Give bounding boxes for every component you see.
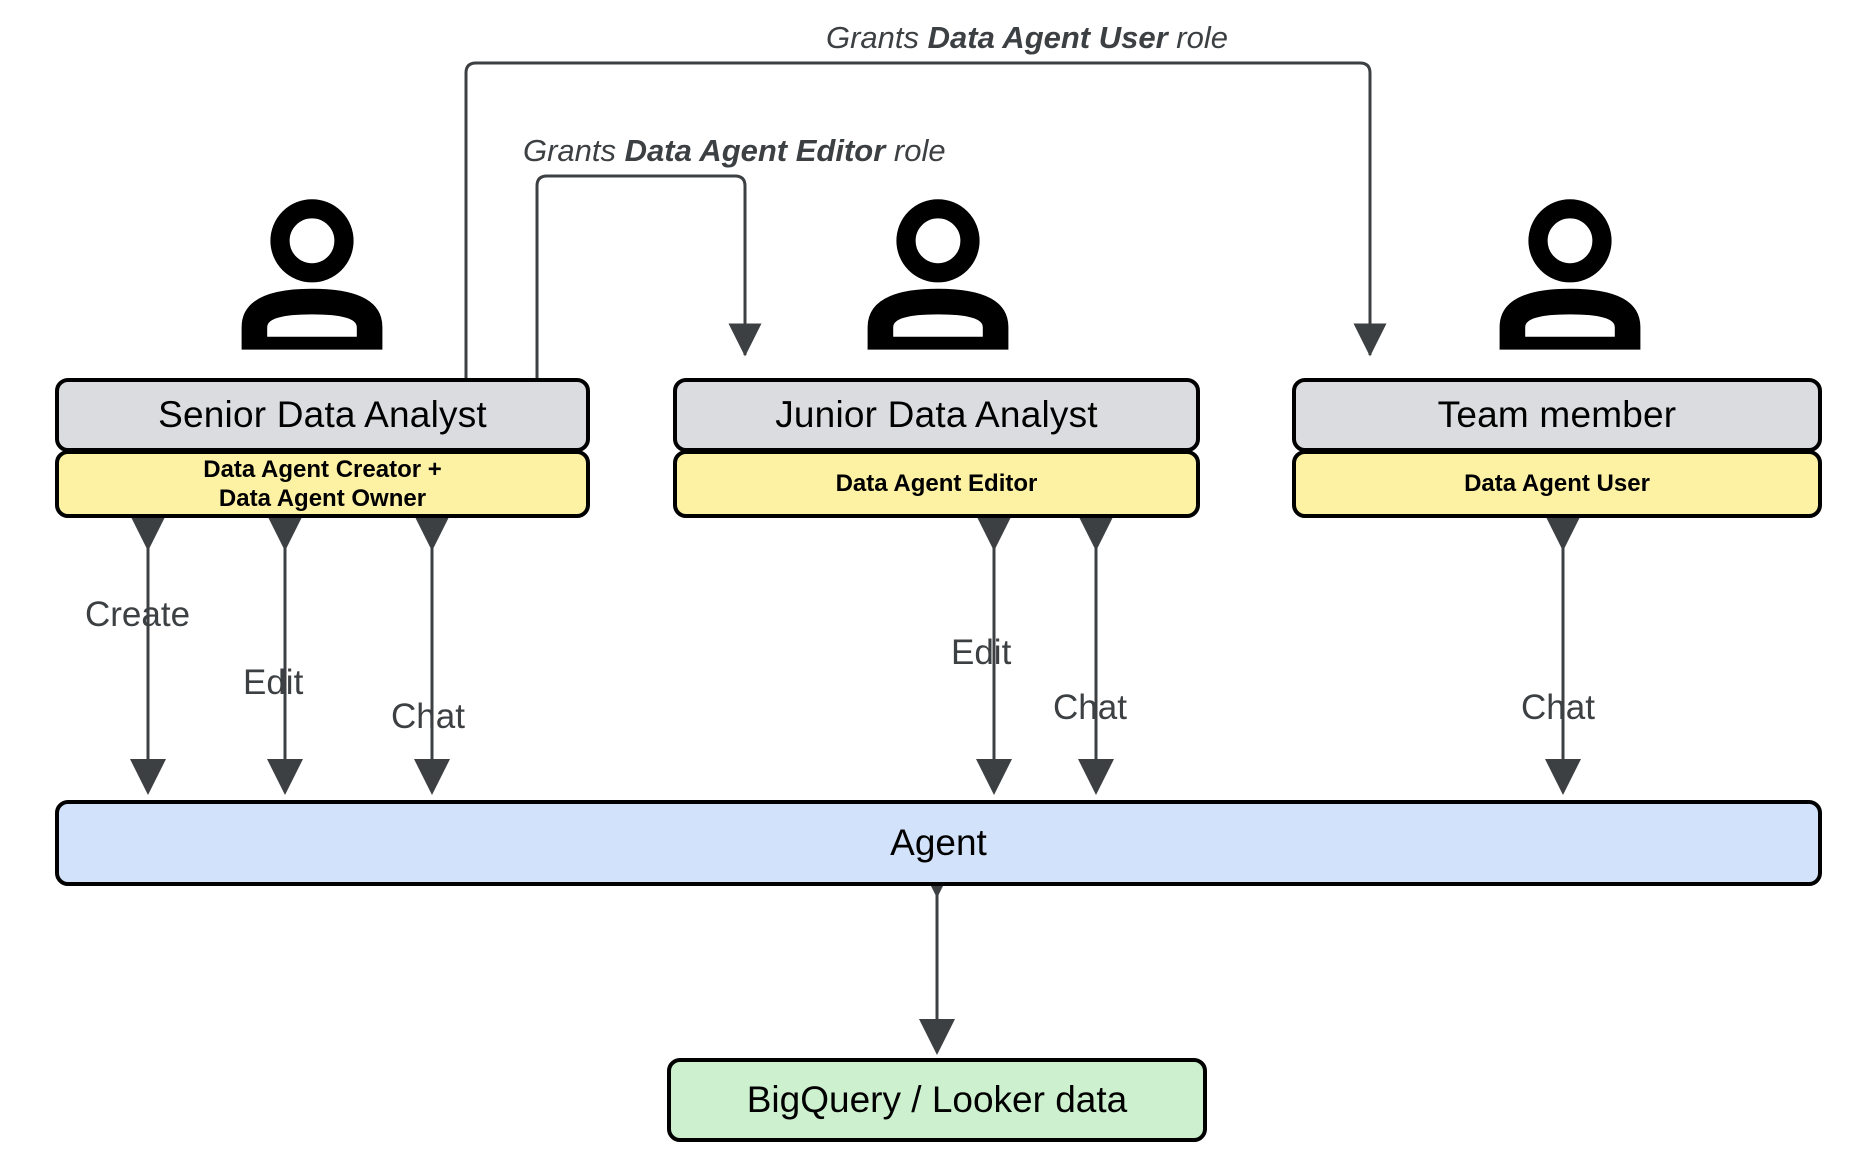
actor-title-team-member: Team member	[1292, 378, 1822, 452]
edge-label-chat-senior: Chat	[391, 697, 465, 736]
datasource-label: BigQuery / Looker data	[746, 1079, 1128, 1120]
actor-role-line2: Data Agent Owner	[218, 485, 427, 512]
agent-bar[interactable]: Agent	[55, 800, 1822, 886]
person-icon	[867, 199, 1009, 350]
edge-label-create-senior: Create	[85, 595, 191, 634]
actor-title-senior-data-analyst: Senior Data Analyst	[55, 378, 590, 452]
agent-label: Agent	[890, 822, 987, 863]
edge-label-chat-junior: Chat	[1053, 688, 1127, 727]
actor-role-line1: Data Agent Creator +	[203, 455, 442, 483]
actor-title-label: Team member	[1437, 394, 1677, 435]
actor-role-label: Data Agent Editor	[835, 470, 1038, 498]
edge-label-edit-senior: Edit	[243, 663, 304, 702]
grant-user-suffix: role	[1167, 20, 1228, 55]
grant-user-role: Data Agent User	[927, 20, 1168, 55]
connector-grants-editor-role	[535, 174, 762, 380]
actor-title-junior-data-analyst: Junior Data Analyst	[673, 378, 1200, 452]
actor-role-junior-data-analyst: Data Agent Editor	[673, 450, 1200, 518]
actor-card-team-member[interactable]: Team member Data Agent User	[1292, 378, 1822, 518]
grant-editor-prefix: Grants	[523, 133, 625, 168]
actor-card-junior-data-analyst[interactable]: Junior Data Analyst Data Agent Editor	[673, 378, 1200, 518]
grant-editor-role: Data Agent Editor	[624, 133, 886, 168]
actor-title-label: Junior Data Analyst	[775, 394, 1098, 435]
edge-label-chat-team-member: Chat	[1521, 688, 1595, 727]
grant-editor-suffix: role	[885, 133, 946, 168]
actor-role-team-member: Data Agent User	[1292, 450, 1822, 518]
actor-role-label: Data Agent Creator + Data Agent Owner	[203, 455, 442, 514]
actor-title-label: Senior Data Analyst	[158, 394, 487, 435]
edge-label-edit-junior: Edit	[951, 633, 1012, 672]
actor-role-label: Data Agent User	[1464, 470, 1650, 498]
actor-card-senior-data-analyst[interactable]: Senior Data Analyst Data Agent Creator +…	[55, 378, 590, 518]
datasource-box[interactable]: BigQuery / Looker data	[667, 1058, 1207, 1142]
grant-label-editor-role: Grants Data Agent Editor role	[523, 133, 946, 169]
person-icon	[1499, 199, 1641, 350]
grant-user-prefix: Grants	[826, 20, 928, 55]
grant-label-user-role: Grants Data Agent User role	[826, 20, 1228, 56]
actor-role-senior-data-analyst: Data Agent Creator + Data Agent Owner	[55, 450, 590, 518]
person-icon	[241, 199, 383, 350]
